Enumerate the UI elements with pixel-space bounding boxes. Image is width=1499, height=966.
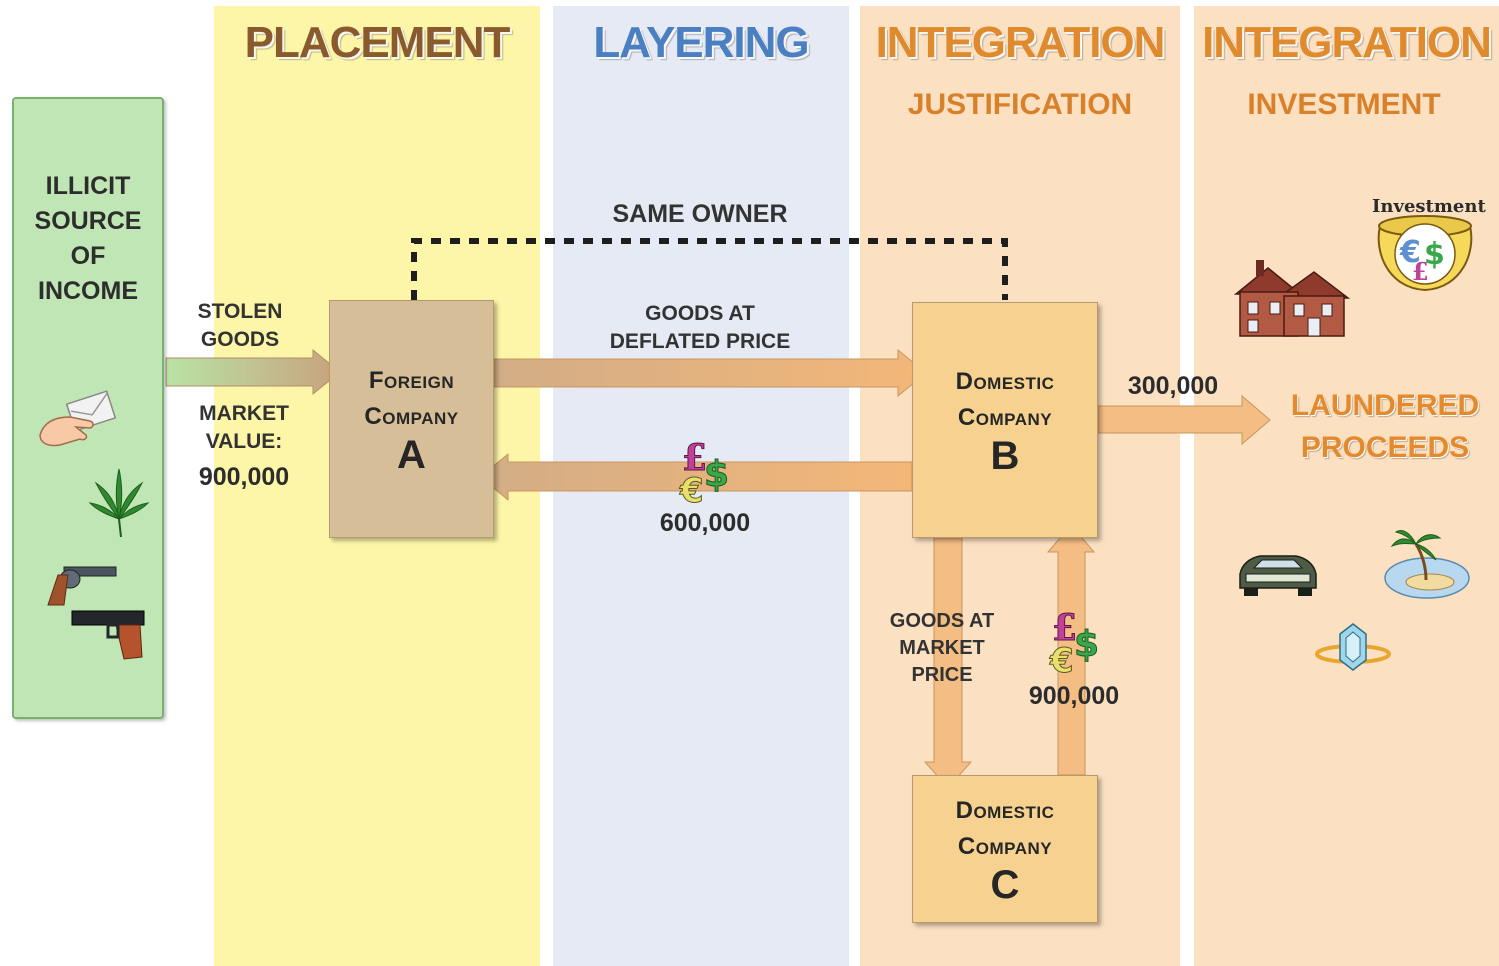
investment-band — [1194, 6, 1499, 966]
island-icon — [1384, 530, 1470, 599]
integration-title-2: INTEGRATION — [1202, 18, 1492, 67]
car-icon — [1239, 555, 1317, 596]
payment-900k-arrow — [1046, 524, 1096, 776]
cannabis-leaf-icon — [88, 468, 150, 538]
justification-subtitle: JUSTIFICATION — [907, 88, 1133, 121]
same-owner-label: SAME OWNER — [612, 200, 788, 228]
svg-text:£: £ — [1052, 607, 1077, 649]
payment-600k-label: 600,000 — [659, 509, 751, 537]
envelope-hand-icon — [39, 390, 117, 447]
company-c-name: Domestic Company — [955, 797, 1055, 860]
company-c-box: Domestic Company C — [912, 775, 1098, 923]
currency-icon: £ $ € — [1049, 607, 1100, 682]
illicit-source-box: ILLICIT SOURCE OF INCOME — [12, 97, 164, 719]
svg-text:€: € — [679, 471, 704, 511]
payment-900k-label: 900,000 — [1028, 682, 1120, 710]
svg-text:$: $ — [704, 454, 729, 495]
investment-subtitle: INVESTMENT — [1247, 88, 1441, 121]
house-icon — [1233, 260, 1351, 337]
pistol-icon — [71, 610, 145, 660]
layering-title: LAYERING — [593, 18, 809, 67]
payment-300k-label: 300,000 — [1127, 372, 1219, 400]
ring-icon — [1315, 623, 1391, 671]
integration-title-1: INTEGRATION — [875, 18, 1166, 67]
market-value-label: MARKET VALUE: — [199, 402, 289, 453]
illicit-source-label: ILLICIT SOURCE OF INCOME — [34, 172, 142, 305]
company-a-name: Foreign Company — [364, 367, 459, 430]
svg-text:$: $ — [1074, 624, 1099, 665]
company-c-letter: C — [990, 863, 1020, 907]
investment-pot-icon: Investment € $ £ — [1372, 196, 1486, 292]
goods-market-label: GOODS AT MARKET PRICE — [889, 610, 995, 686]
svg-text:$: $ — [1424, 237, 1445, 272]
svg-text:Investment: Investment — [1372, 196, 1486, 217]
same-owner-connector — [411, 238, 1008, 300]
svg-text:£: £ — [1412, 257, 1429, 286]
placement-title: PLACEMENT — [244, 18, 511, 67]
company-b-box: Domestic Company B — [912, 302, 1098, 538]
laundered-300k-arrow — [1097, 394, 1271, 446]
payment-600k-arrow — [479, 452, 913, 502]
revolver-icon — [47, 566, 117, 606]
company-a-letter: A — [397, 433, 426, 477]
svg-text:€: € — [1049, 641, 1074, 681]
laundered-proceeds-label: LAUNDERED PROCEEDS — [1290, 389, 1480, 464]
svg-text:€: € — [1399, 235, 1421, 270]
company-b-name: Domestic Company — [955, 368, 1055, 431]
currency-icon: £ $ € — [679, 437, 730, 512]
stolen-goods-label: STOLEN GOODS — [197, 300, 283, 351]
company-b-letter: B — [990, 434, 1020, 478]
market-value-amount: 900,000 — [198, 463, 290, 491]
company-a-box: Foreign Company A — [329, 300, 494, 538]
goods-deflated-label: GOODS AT DEFLATED PRICE — [609, 302, 791, 353]
goods-deflated-arrow — [493, 348, 927, 398]
stolen-goods-arrow — [165, 348, 341, 396]
svg-text:£: £ — [682, 437, 707, 479]
